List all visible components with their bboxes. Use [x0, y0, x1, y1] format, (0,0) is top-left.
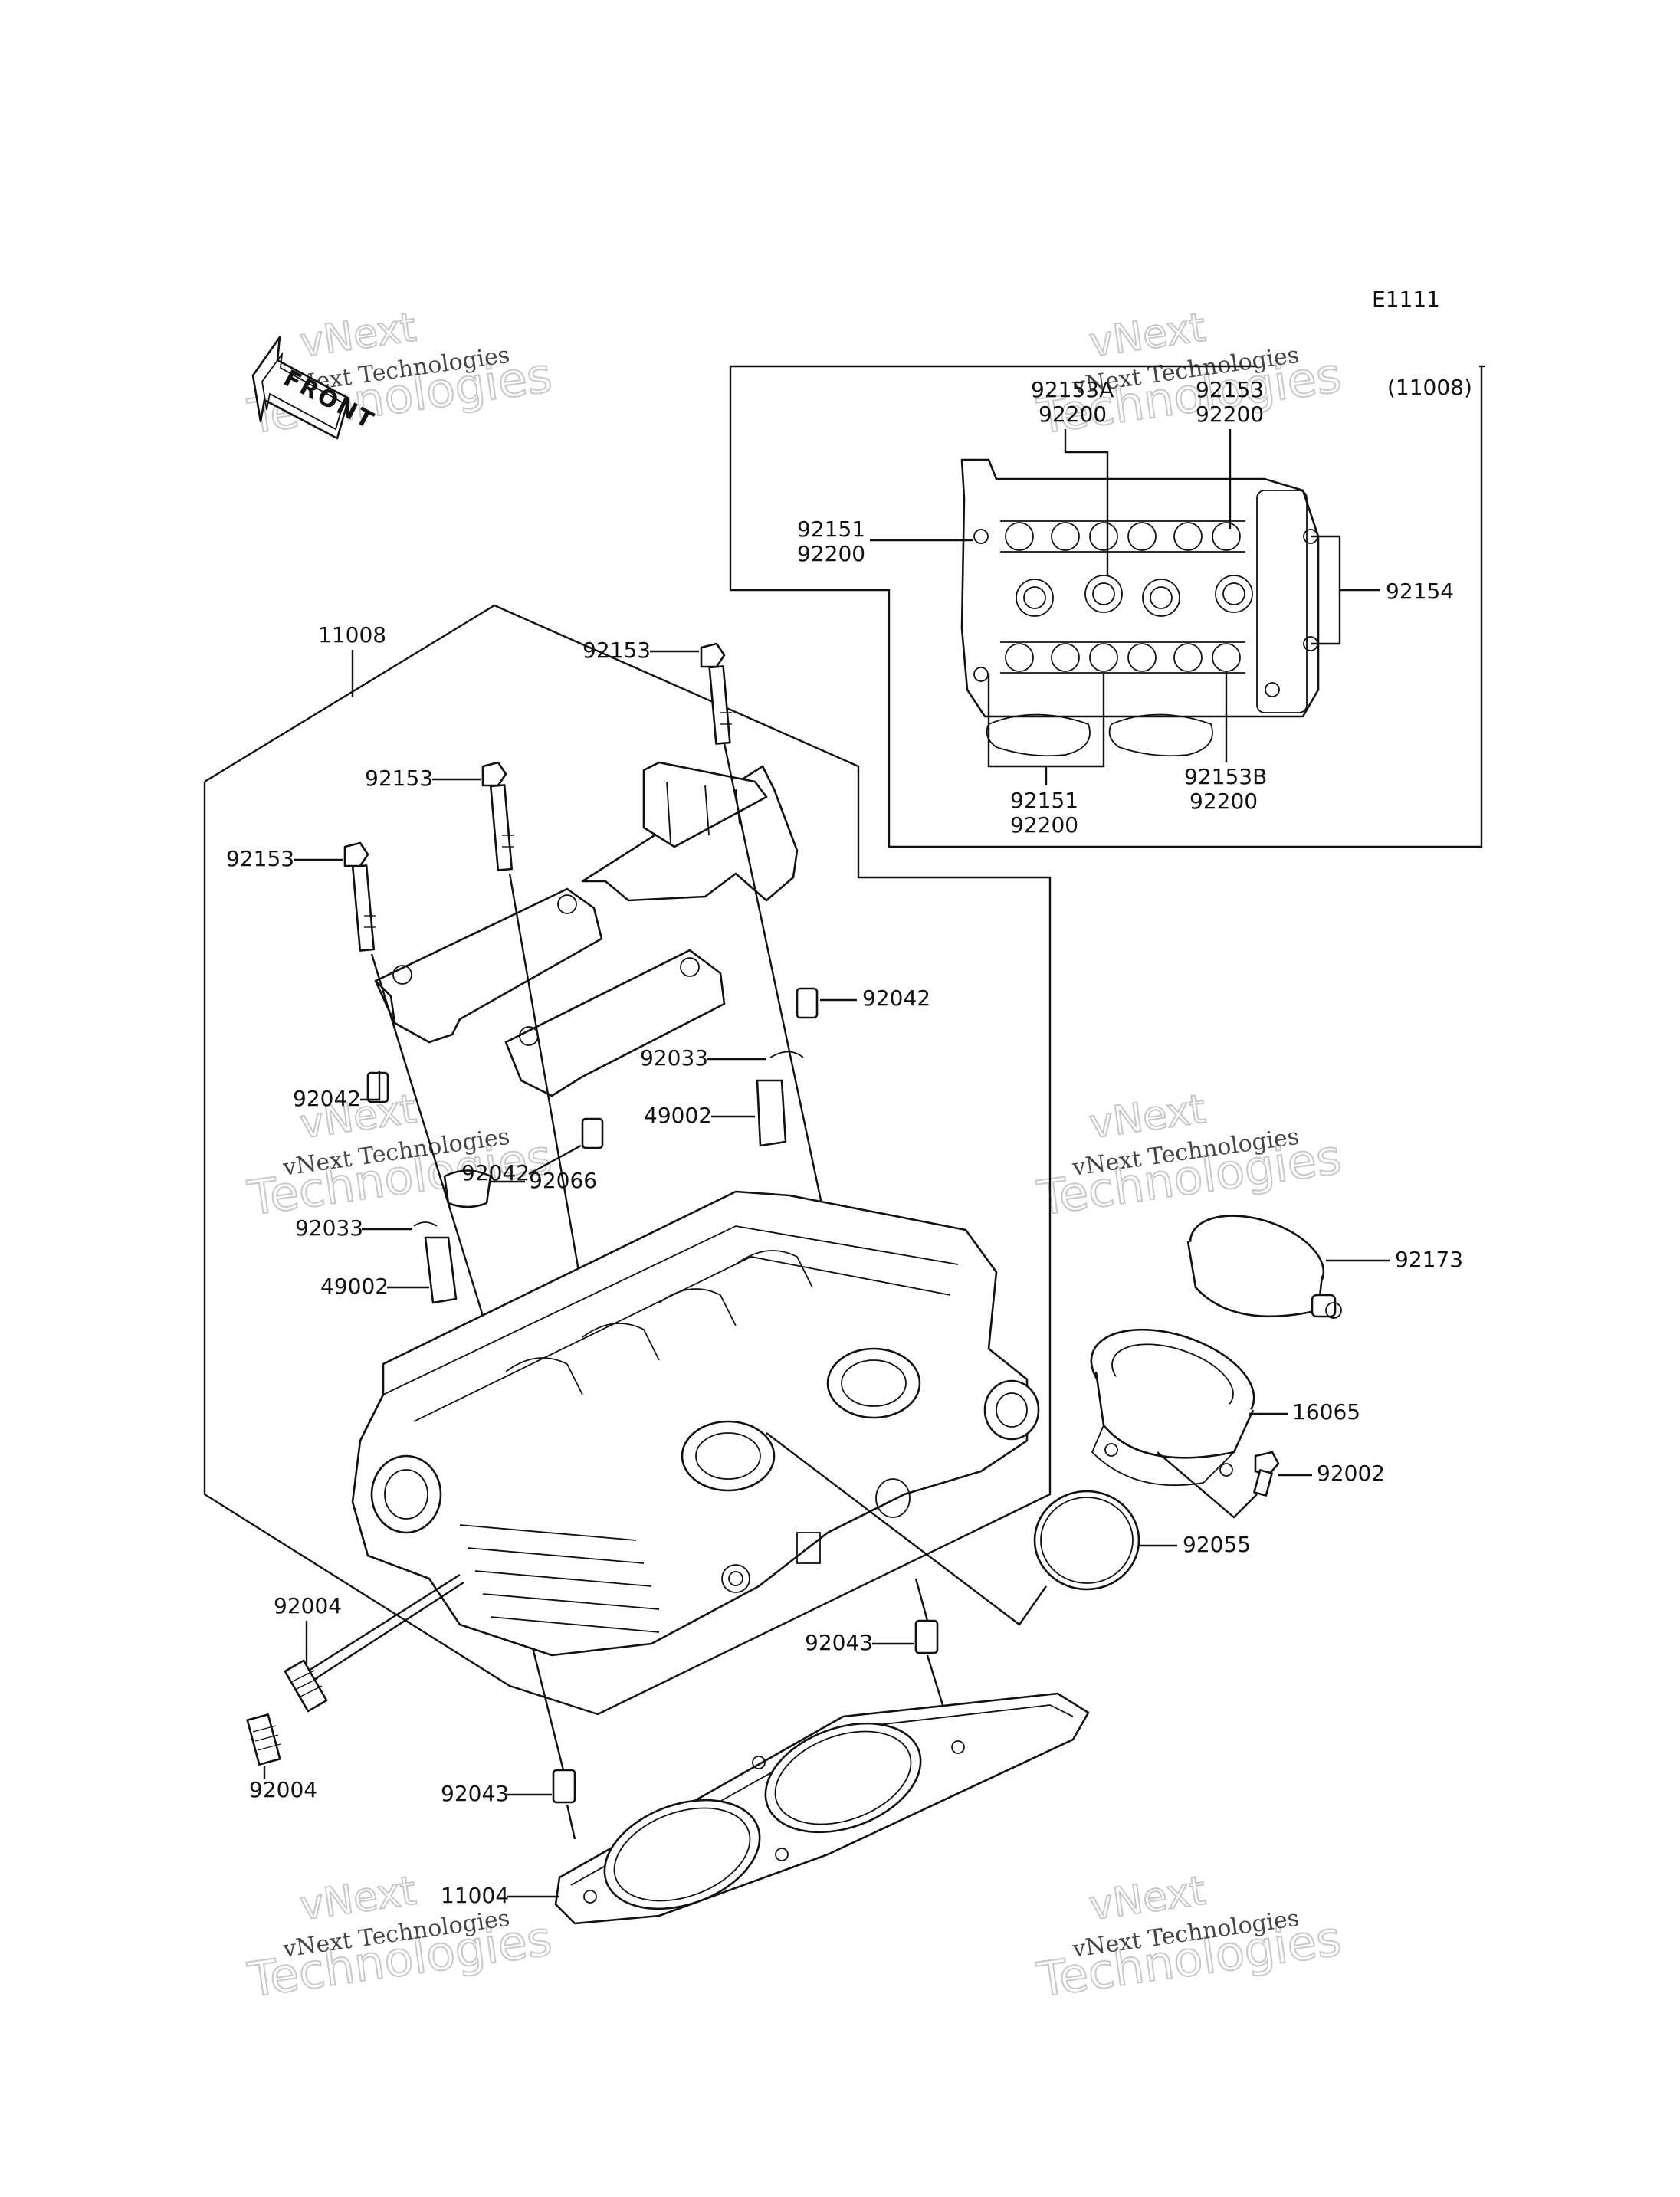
svg-text:11004: 11004 — [441, 1883, 509, 1908]
callout-92042-right: 92042 — [820, 985, 930, 1011]
dowel-92042-mid — [581, 1117, 604, 1149]
callout-49002-right: 49002 — [644, 1103, 755, 1128]
o-ring-92055 — [1033, 1490, 1140, 1591]
watermark-mid-right: vNext Technologies vNext Technologies — [1033, 1085, 1346, 1227]
head-gasket-11004 — [554, 1692, 1090, 1925]
cam-cap-rear — [581, 761, 799, 902]
callout-92066: 92066 — [491, 1168, 597, 1193]
dowel-92043-right — [914, 1619, 939, 1654]
svg-text:92200: 92200 — [1039, 402, 1107, 427]
svg-text:92004: 92004 — [274, 1593, 342, 1618]
watermark-bottom-right: vNext Technologies vNext Technologies — [1033, 1867, 1346, 2008]
callout-92042-left: 92042 — [293, 1071, 381, 1111]
dowel-92042-right — [796, 987, 819, 1019]
lifter-49002-right — [756, 1079, 787, 1147]
inset-head-top-view — [960, 458, 1320, 757]
svg-text:92153: 92153 — [226, 846, 294, 871]
callout-92004-upper: 92004 — [274, 1593, 342, 1664]
svg-text:92055: 92055 — [1183, 1532, 1251, 1557]
dowel-92042-left — [366, 1071, 389, 1103]
svg-text:92033: 92033 — [640, 1045, 708, 1071]
seal-92066 — [443, 1169, 492, 1208]
cam-cap-front-right — [504, 949, 726, 1097]
callout-92004-lower: 92004 — [249, 1766, 317, 1802]
inset-callout-92153a: 92153A 92200 — [1031, 377, 1114, 575]
svg-text:92200: 92200 — [797, 541, 865, 566]
stud-92004-lower — [246, 1713, 281, 1766]
svg-text:92153B: 92153B — [1184, 764, 1267, 789]
svg-text:92200: 92200 — [1196, 402, 1264, 427]
bolt-92153-low — [343, 841, 523, 1441]
callout-92033-right: 92033 — [640, 1045, 766, 1071]
dowel-92043-left — [552, 1769, 576, 1804]
svg-text:92042: 92042 — [862, 985, 930, 1011]
watermark-bottom-left: vNext Technologies vNext Technologies — [244, 1867, 556, 2008]
clip-92033-right — [769, 1051, 804, 1058]
holder-16065 — [1090, 1328, 1255, 1487]
assembly-11008-boundary: 11008 — [203, 604, 1052, 1716]
inset-callout-92153: 92153 92200 — [1196, 377, 1264, 529]
svg-text:92153: 92153 — [365, 766, 433, 791]
svg-text:92033: 92033 — [295, 1215, 363, 1241]
clamp-92173 — [1186, 1215, 1342, 1319]
callout-11004: 11004 — [441, 1883, 559, 1908]
svg-text:92043: 92043 — [441, 1781, 509, 1806]
svg-text:92200: 92200 — [1010, 812, 1078, 838]
inset-assembly-label: (11008) — [1387, 375, 1472, 400]
svg-text:92200: 92200 — [1189, 789, 1258, 814]
lifter-49002-left — [424, 1236, 458, 1304]
inset-callout-92154: 92154 — [1311, 535, 1454, 645]
diagram-code: E1111 — [1372, 287, 1440, 312]
callout-16065: 16065 — [1249, 1399, 1360, 1425]
callout-92033-left: 92033 — [295, 1215, 412, 1241]
callout-92002: 92002 — [1278, 1461, 1385, 1486]
svg-text:92066: 92066 — [529, 1168, 597, 1193]
callout-92153-mid: 92153 — [365, 766, 481, 791]
inset-top-view: (11008) — [729, 365, 1485, 848]
svg-text:92173: 92173 — [1395, 1247, 1463, 1272]
inset-callout-92151-bot: 92151 92200 — [987, 674, 1105, 838]
callout-92043-right: 92043 — [805, 1630, 914, 1655]
svg-text:16065: 16065 — [1292, 1399, 1360, 1425]
bolt-92153-mid — [481, 761, 607, 1426]
callout-92055: 92055 — [1140, 1532, 1251, 1557]
svg-text:49002: 49002 — [320, 1274, 389, 1299]
svg-text:92042: 92042 — [293, 1086, 361, 1111]
cylinder-head-body — [351, 1190, 1040, 1657]
callout-92043-left: 92043 — [441, 1781, 552, 1806]
svg-text:92002: 92002 — [1317, 1461, 1385, 1486]
label-11008: 11008 — [318, 622, 386, 648]
callout-92173: 92173 — [1326, 1247, 1463, 1272]
svg-text:92004: 92004 — [249, 1777, 317, 1802]
svg-text:92153A: 92153A — [1031, 377, 1114, 402]
inset-callout-92151-top: 92151 92200 — [797, 516, 973, 566]
clip-92033-left — [413, 1221, 438, 1227]
inset-callout-92153b: 92153B 92200 — [1184, 671, 1267, 814]
svg-text:92153: 92153 — [582, 638, 651, 663]
stud-92004-upper — [284, 1573, 464, 1713]
svg-text:92151: 92151 — [797, 516, 865, 542]
bolt-92153-top — [700, 642, 883, 1487]
watermark-mid-left: vNext Technologies vNext Technologies — [244, 1085, 556, 1227]
cam-cap-front-left — [374, 887, 603, 1044]
svg-text:92043: 92043 — [805, 1630, 873, 1655]
callout-49002-left: 49002 — [320, 1274, 429, 1299]
bolt-92002 — [1253, 1451, 1280, 1497]
callout-92153-low: 92153 — [226, 846, 343, 871]
svg-text:92154: 92154 — [1386, 579, 1454, 604]
callout-92153-top: 92153 — [582, 638, 699, 663]
svg-text:49002: 49002 — [644, 1103, 712, 1128]
svg-text:92151: 92151 — [1010, 788, 1078, 813]
svg-text:92153: 92153 — [1196, 377, 1264, 402]
